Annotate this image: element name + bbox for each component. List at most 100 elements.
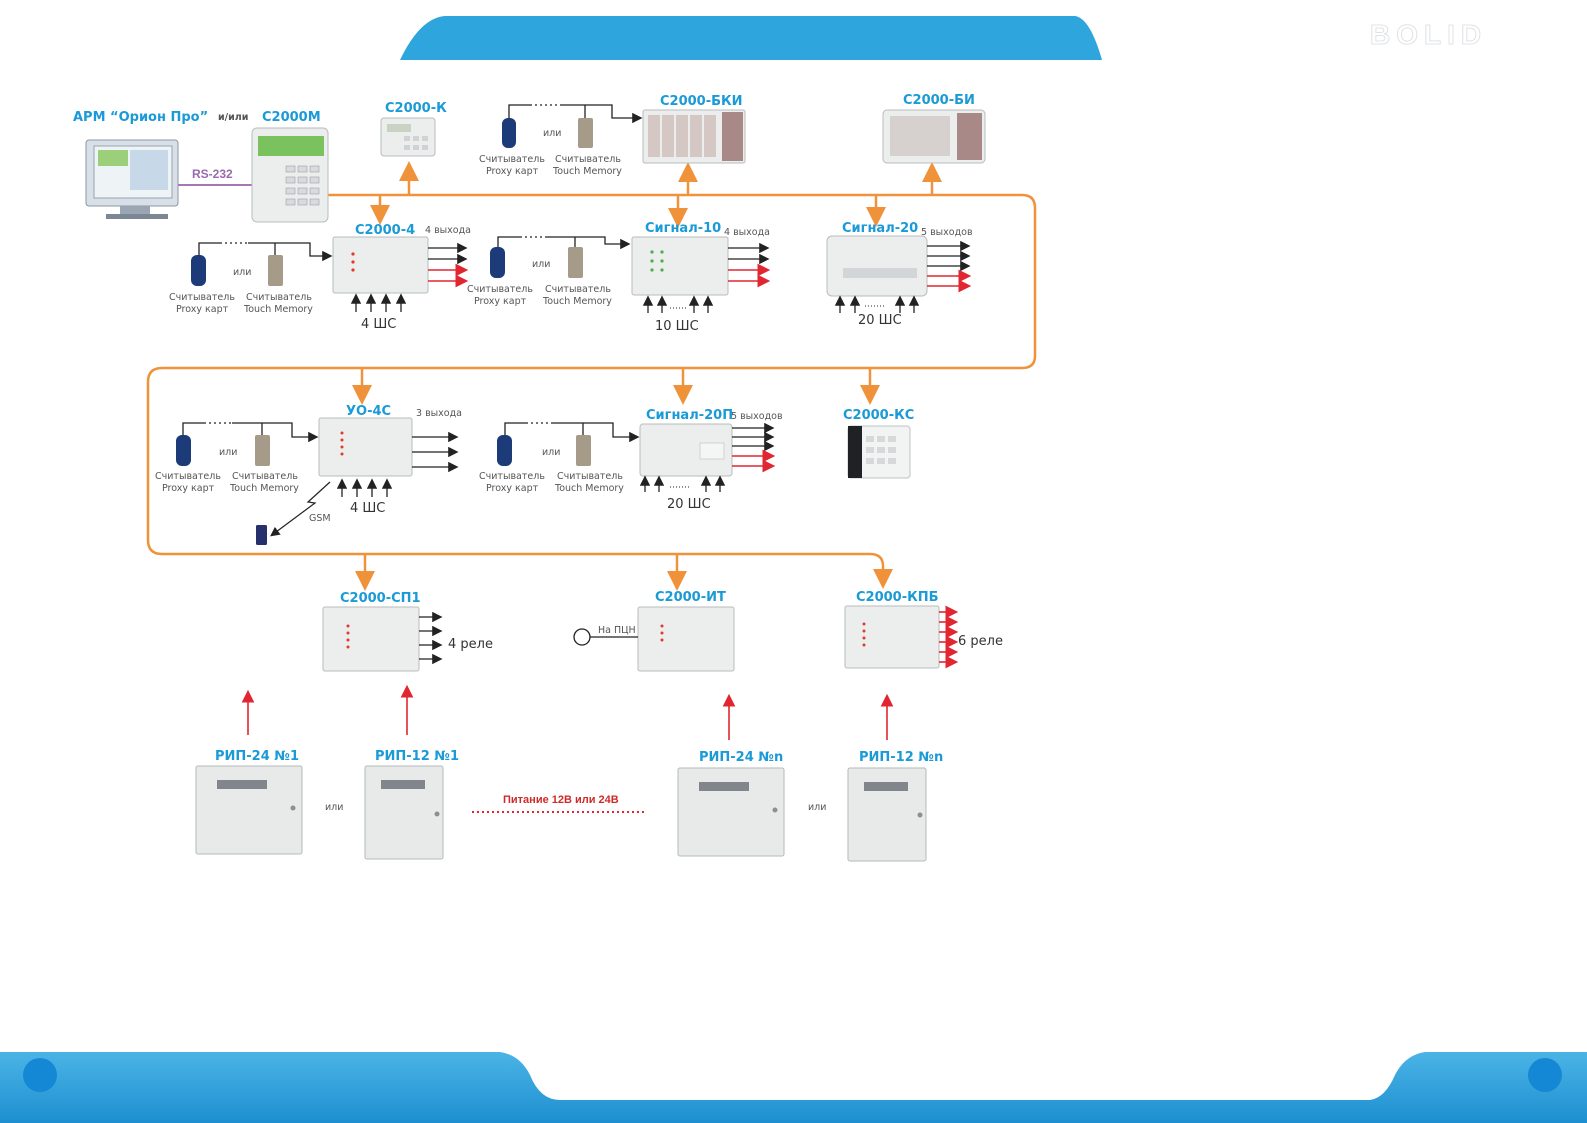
svg-text:или: или [532, 259, 550, 270]
rip-24-n-group: РИП-24 №n [677, 750, 785, 857]
svg-text:Считыватель: Считыватель [246, 292, 312, 303]
svg-text:или: или [542, 447, 560, 458]
rip-12-1-group: РИП-12 №1 [364, 749, 459, 860]
ili-label-1: или [325, 802, 343, 813]
rip-12-n-box [847, 767, 927, 862]
svg-text:Сигнал-10: Сигнал-10 [645, 221, 721, 236]
footer-dot-right [1528, 1058, 1562, 1092]
c2000k-label: С2000-К [385, 101, 447, 116]
svg-text:Proxy карт: Proxy карт [474, 296, 527, 307]
c2000bi-label: С2000-БИ [903, 93, 975, 108]
computer-icon [85, 139, 179, 219]
svg-text:Touch Memory: Touch Memory [229, 483, 299, 494]
power-label: Питание 12В или 24В [503, 794, 619, 806]
svg-text:4 выхода: 4 выхода [724, 227, 770, 238]
proxy-reader-icon [502, 118, 516, 148]
signal-10-group: Сигнал-10 4 выхода 10 ШС или Считыватель… [467, 221, 771, 334]
c2000-4-group: С2000-4 4 выхода 4 ШС или Считыватель Pr… [169, 223, 471, 332]
c2000-4-device [332, 236, 429, 294]
c2000-sp1-device [322, 606, 420, 672]
svg-text:Считыватель: Считыватель [155, 471, 221, 482]
svg-text:Считыватель: Считыватель [555, 154, 621, 165]
power-arrows [241, 684, 894, 740]
c2000-sp1-group: С2000-СП1 4 реле [322, 591, 493, 672]
signal-20p-group: Сигнал-20П 5 выходов 20 ШС или Считывате… [479, 408, 783, 512]
uo-4c-group: УО-4С 3 выхода 4 ШС GSM или Считыватель … [155, 404, 462, 545]
svg-text:РИП-24 №n: РИП-24 №n [699, 750, 783, 765]
signal-20-device [826, 235, 928, 297]
signal-10-device [631, 236, 729, 296]
svg-text:4 ШС: 4 ШС [350, 501, 385, 516]
c2000bi-device [882, 109, 986, 164]
rip-24-1-group: РИП-24 №1 [195, 749, 303, 855]
svg-text:С2000-ИТ: С2000-ИТ [655, 590, 726, 605]
svg-text:РИП-24 №1: РИП-24 №1 [215, 749, 299, 764]
svg-text:Считыватель: Считыватель [232, 471, 298, 482]
svg-text:5 выходов: 5 выходов [921, 227, 973, 238]
bus-lines [146, 161, 1037, 591]
svg-text:Считыватель: Считыватель [557, 471, 623, 482]
svg-text:4 реле: 4 реле [448, 637, 493, 652]
svg-text:На ПЦН: На ПЦН [598, 625, 636, 636]
svg-text:РИП-12 №n: РИП-12 №n [859, 750, 943, 765]
svg-text:или: или [233, 267, 251, 278]
svg-text:или: или [543, 128, 561, 139]
svg-text:Proxy карт: Proxy карт [486, 166, 539, 177]
brand-logo: BOLID [1370, 19, 1487, 50]
svg-text:Считыватель: Считыватель [479, 471, 545, 482]
svg-text:С2000-КПБ: С2000-КПБ [856, 590, 939, 605]
signal-20-group: Сигнал-20 5 выходов 20 ШС [826, 221, 973, 328]
c2000bki-label: С2000-БКИ [660, 94, 743, 109]
svg-text:GSM: GSM [309, 513, 331, 524]
svg-text:УО-4С: УО-4С [346, 404, 391, 419]
and-or-label: и/или [218, 112, 248, 123]
svg-text:РИП-12 №1: РИП-12 №1 [375, 749, 459, 764]
c2000k-device [380, 117, 436, 157]
svg-text:20 ШС: 20 ШС [858, 313, 902, 328]
ili-label-2: или [808, 802, 826, 813]
svg-text:или: или [219, 447, 237, 458]
proxy-reader-icon [191, 255, 206, 286]
rip-12-n-group: РИП-12 №n [847, 750, 943, 862]
header-banner [400, 16, 1102, 60]
svg-text:10 ШС: 10 ШС [655, 319, 699, 334]
c2000bki-device [642, 109, 746, 164]
svg-text:5 выходов: 5 выходов [731, 411, 783, 422]
touch-memory-reader-icon [268, 255, 283, 286]
svg-text:6 реле: 6 реле [958, 634, 1003, 649]
svg-text:С2000-СП1: С2000-СП1 [340, 591, 421, 606]
c2000ks-device [847, 425, 911, 479]
svg-text:Считыватель: Считыватель [545, 284, 611, 295]
svg-text:Touch Memory: Touch Memory [243, 304, 313, 315]
svg-text:4 ШС: 4 ШС [361, 317, 396, 332]
svg-text:20 ШС: 20 ШС [667, 497, 711, 512]
svg-text:С2000-4: С2000-4 [355, 223, 415, 238]
c2000-kpb-device [844, 605, 940, 669]
c2000-kpb-group: С2000-КПБ 6 реле [844, 590, 1003, 669]
c2000m-device [251, 127, 329, 223]
touch-memory-reader-icon [578, 118, 593, 148]
svg-text:Touch Memory: Touch Memory [552, 166, 622, 177]
svg-text:Сигнал-20П: Сигнал-20П [646, 408, 733, 423]
svg-text:Proxy карт: Proxy карт [486, 483, 539, 494]
svg-text:4 выхода: 4 выхода [425, 225, 471, 236]
touch-memory-reader-icon [255, 435, 270, 466]
footer-dot-left [23, 1058, 57, 1092]
svg-text:Считыватель: Считыватель [169, 292, 235, 303]
c2000-it-group: С2000-ИТ На ПЦН [573, 590, 735, 672]
touch-memory-reader-icon [568, 247, 583, 278]
mobile-phone-icon [256, 525, 267, 545]
touch-memory-reader-icon [576, 435, 591, 466]
gsm-link [270, 481, 331, 537]
proxy-reader-icon [490, 247, 505, 278]
rs232-label: RS-232 [192, 167, 233, 181]
uo-4c-device [318, 417, 413, 477]
c2000ks-label: С2000-КС [843, 408, 914, 423]
signal-20p-device [639, 423, 733, 477]
svg-text:Touch Memory: Touch Memory [542, 296, 612, 307]
svg-text:Proxy карт: Proxy карт [162, 483, 215, 494]
phone-icon [573, 628, 591, 646]
svg-text:Считыватель: Считыватель [479, 154, 545, 165]
c2000m-label: С2000М [262, 110, 321, 125]
